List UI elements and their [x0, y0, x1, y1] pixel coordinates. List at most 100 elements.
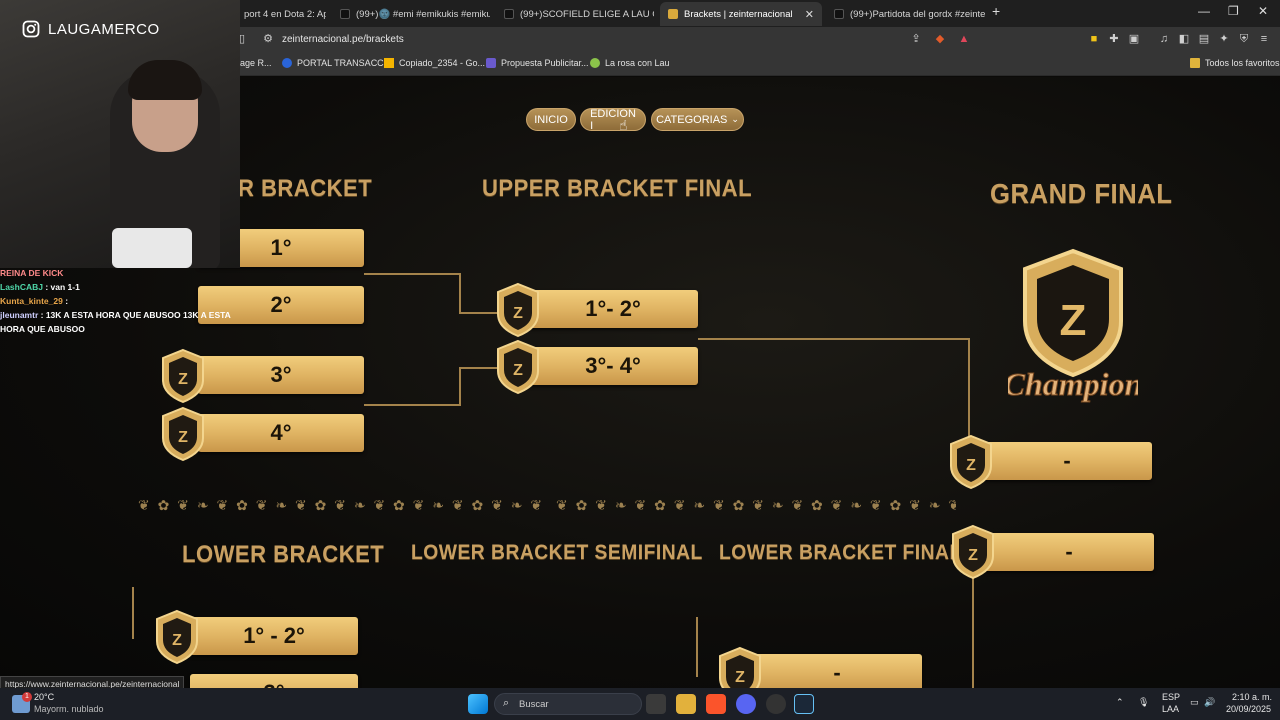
weather-badge: 1 [22, 692, 32, 702]
connector-line [459, 273, 461, 313]
leo-ai-icon[interactable]: ✦ [1219, 33, 1229, 45]
slot-lb-1: 1° - 2° [190, 617, 358, 655]
sidebar-toggle-icon[interactable]: ◧ [1178, 33, 1190, 45]
clock-date[interactable]: 20/09/2025 [1226, 704, 1272, 714]
lang-top[interactable]: ESP [1162, 692, 1181, 702]
site-settings-icon[interactable]: ⚙ [263, 33, 273, 45]
wallet-icon[interactable]: ▤ [1198, 33, 1210, 45]
close-icon[interactable]: ✕ [804, 8, 814, 21]
extension-icon[interactable]: ■ [1090, 33, 1098, 45]
nav-categorias-button[interactable]: CATEGORIAS ⌄ [651, 108, 744, 131]
team-shield-icon: Z [162, 348, 204, 404]
svg-text:Z: Z [178, 371, 188, 388]
drive-icon [384, 58, 394, 68]
instagram-tag: LAUGAMERCO [22, 20, 160, 38]
microphone-icon[interactable]: 🎙 [1138, 697, 1150, 707]
globe-icon [282, 58, 292, 68]
chevron-up-icon[interactable]: ⌃ [1116, 697, 1124, 707]
lang-bottom[interactable]: LAA [1162, 704, 1180, 714]
bookmark-portal[interactable]: PORTAL TRANSACCI... [282, 58, 394, 68]
weather-temp[interactable]: 20°C [34, 692, 55, 702]
connector-line [364, 273, 460, 275]
bookmark-copiado[interactable]: Copiado_2354 - Go... [384, 58, 485, 68]
file-explorer-icon[interactable] [676, 694, 696, 714]
brave-browser-icon[interactable] [706, 694, 726, 714]
slot-ubf-2: 3°- 4° [528, 347, 698, 385]
weather-desc[interactable]: Mayorm. nublado [34, 704, 104, 714]
chat-user: Kunta_kinte_29 [0, 296, 63, 306]
connector-line [459, 367, 499, 369]
bookmark-rosa[interactable]: La rosa con Lau [590, 58, 670, 68]
task-view-icon[interactable] [646, 694, 666, 714]
ornament-divider-left: ❦ ✿ ❦ ❧ ❦ ✿ ❦ ❧ ❦ ✿ ❦ ❧ ❦ ✿ ❦ ❧ ❦ ✿ ❦ ❧ … [138, 497, 548, 513]
chat-text: : 13K A ESTA HORA QUE ABUSOO 13K A ESTA … [0, 310, 231, 334]
clock-time[interactable]: 2:10 a. m. [1232, 692, 1273, 702]
svg-text:Z: Z [513, 362, 523, 379]
zeinternacional-icon [668, 9, 678, 19]
bookmark-1[interactable]: age R... [240, 58, 272, 68]
tab-tiktok-scofield[interactable]: (99+)SCOFIELD ELIGE A LAU GAMER [496, 2, 654, 26]
slot-ub-3: 3° [198, 356, 364, 394]
chat-user: LashCABJ [0, 282, 43, 292]
maximize-icon[interactable]: ❐ [1228, 4, 1239, 18]
bookmark-propuesta[interactable]: Propuesta Publicitar... [486, 58, 589, 68]
instagram-icon [22, 20, 40, 38]
connector-line [459, 312, 499, 314]
share-icon[interactable]: ⇪ [911, 33, 921, 45]
window-close-icon[interactable]: ✕ [1258, 4, 1269, 18]
slot-gf-2: - [984, 533, 1154, 571]
chat-message: Kunta_kinte_29 : [0, 294, 240, 308]
obs-icon[interactable] [766, 694, 786, 714]
svg-text:Z: Z [966, 457, 976, 474]
screenshot-icon[interactable]: ▣ [1128, 33, 1140, 45]
tab-label: port 4 en Dota 2: Apre [244, 8, 326, 20]
channel-name: LAUGAMERCO [48, 20, 160, 38]
nav-edicion-button[interactable]: EDICION I [580, 108, 646, 132]
tab-label: (99+)SCOFIELD ELIGE A LAU GAMER [520, 8, 654, 20]
leaf-icon [590, 58, 600, 68]
volume-icon[interactable]: 🔊 [1204, 697, 1216, 707]
team-shield-icon: Z [950, 434, 992, 490]
slot-ub-4: 4° [198, 414, 364, 452]
tab-dota[interactable]: port 4 en Dota 2: Apre [236, 2, 326, 26]
new-tab-button[interactable]: + [992, 3, 1001, 19]
chat-overlay: REINA DE KICK LashCABJ : van 1-1 Kunta_k… [0, 266, 240, 336]
svg-text:Z: Z [172, 632, 182, 649]
url-field[interactable]: zeinternacional.pe/brackets [282, 34, 404, 45]
slot-gf-1: - [982, 442, 1152, 480]
heading-upper-bracket: R BRACKET [238, 175, 373, 202]
brave-shield-icon[interactable]: ◆ [935, 33, 945, 45]
nav-inicio-button[interactable]: INICIO [526, 108, 576, 131]
chat-message: REINA DE KICK [0, 266, 240, 280]
bookmark-label: Copiado_2354 - Go... [399, 58, 486, 68]
svg-text:Z: Z [968, 547, 978, 564]
tab-brackets[interactable]: Brackets | zeinternacional ✕ [660, 2, 822, 26]
puzzle-icon[interactable]: ✚ [1109, 33, 1119, 45]
tiktok-icon [504, 9, 514, 19]
heading-lower-final: LOWER BRACKET FINAL [719, 541, 962, 564]
vpn-icon[interactable]: ⛨ [1239, 33, 1249, 45]
slot-lb-2: 3° [190, 674, 358, 688]
bookmark-favorites[interactable]: Todos los favoritos [1190, 58, 1280, 68]
chat-user: jleunamtr [0, 310, 39, 320]
menu-icon[interactable]: ≡ [1260, 33, 1268, 45]
sidebar-icon[interactable]: ▯ [238, 33, 246, 45]
categorias-label: CATEGORIAS [656, 113, 728, 126]
discord-icon[interactable] [736, 694, 756, 714]
tiktok-icon [340, 9, 350, 19]
webcam-overlay: LAUGAMERCO [0, 0, 240, 268]
brave-rewards-icon[interactable]: ▲ [958, 33, 970, 45]
tab-tiktok-emi[interactable]: (99+)🌚 #emi #emikukis #emikukis [332, 2, 490, 26]
network-icon[interactable]: ▭ [1190, 697, 1199, 707]
tab-tiktok-partidota[interactable]: (99+)Partidota del gordx #zeinternac [826, 2, 986, 26]
media-icon[interactable]: ♫ [1159, 33, 1169, 45]
steam-icon[interactable] [794, 694, 814, 714]
connector-line [459, 367, 461, 406]
taskbar-search[interactable]: ⌕ Buscar [494, 693, 642, 715]
connector-line [968, 338, 970, 440]
heading-grand-final: GRAND FINAL [990, 178, 1173, 209]
windows-start-icon[interactable] [468, 694, 488, 714]
slot-ubf-1: 1°- 2° [528, 290, 698, 328]
ornament-divider-right: ❦ ✿ ❦ ❧ ❦ ✿ ❦ ❧ ❦ ✿ ❦ ❧ ❦ ✿ ❦ ❧ ❦ ✿ ❦ ❧ … [556, 497, 956, 513]
minimize-icon[interactable]: — [1198, 4, 1210, 18]
